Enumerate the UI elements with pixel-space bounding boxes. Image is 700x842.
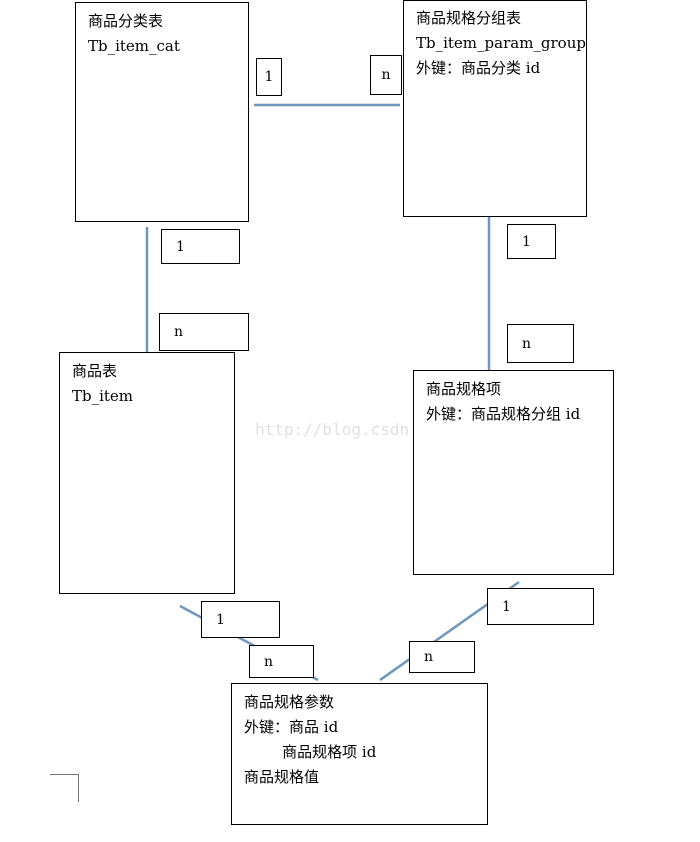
entity-param-group: 商品规格分组表 Tb_item_param_group 外键：商品分类 id — [403, 0, 587, 217]
entity-title: 商品规格项 — [426, 380, 502, 398]
entity-title: 商品规格参数 — [244, 693, 335, 711]
entity-table-name: Tb_item — [72, 387, 134, 405]
entity-foreign-key: 外键：商品分类 id — [416, 59, 541, 77]
entity-param-value: 商品规格参数 外键：商品 id 商品规格项 id 商品规格值 — [231, 683, 488, 825]
entity-param-key: 商品规格项 外键：商品规格分组 id — [413, 370, 614, 575]
cardinality-key-value-from: 1 — [487, 588, 594, 625]
watermark: http://blog.csdn.net/ — [255, 420, 458, 439]
cardinality-item-value-from: 1 — [201, 601, 280, 638]
cardinality-group-key-from: 1 — [507, 224, 556, 259]
entity-table-name: Tb_item_param_group — [416, 34, 586, 52]
cardinality-item-value-to: n — [249, 645, 314, 678]
cardinality-key-value-to: n — [409, 641, 475, 673]
cardinality-group-key-to: n — [507, 324, 574, 363]
cardinality-category-item-from: 1 — [161, 229, 240, 264]
entity-title: 商品分类表 — [88, 12, 164, 30]
entity-field: 商品规格值 — [244, 768, 320, 786]
entity-category: 商品分类表 Tb_item_cat — [75, 2, 249, 222]
entity-title: 商品规格分组表 — [416, 9, 522, 27]
entity-item: 商品表 Tb_item — [59, 352, 235, 594]
cardinality-category-item-to: n — [159, 313, 249, 351]
entity-foreign-key: 外键：商品 id — [244, 718, 339, 736]
crop-mark — [50, 774, 79, 802]
cardinality-category-group-to: n — [370, 55, 402, 95]
entity-foreign-key: 外键：商品规格分组 id — [426, 405, 581, 423]
entity-title: 商品表 — [72, 362, 118, 380]
entity-table-name: Tb_item_cat — [88, 37, 180, 55]
cardinality-category-group-from: 1 — [256, 58, 282, 96]
entity-foreign-key: 商品规格项 id — [244, 743, 377, 761]
